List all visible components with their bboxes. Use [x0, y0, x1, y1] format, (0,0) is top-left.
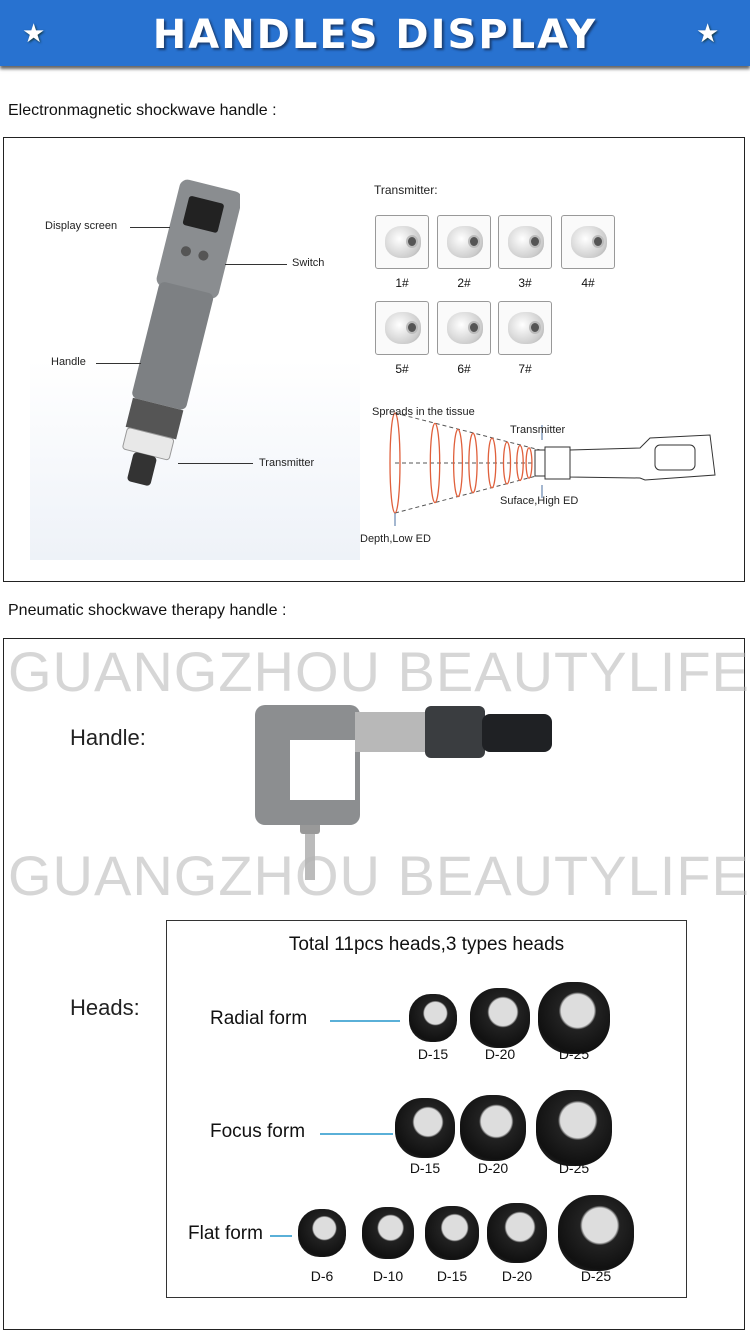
- head-image: [470, 988, 530, 1048]
- head-image: [298, 1209, 346, 1257]
- callout-line: [225, 264, 287, 265]
- header-banner: ★ HANDLES DISPLAY ★: [0, 0, 750, 66]
- heads-label: Heads:: [70, 995, 140, 1020]
- head-image: [538, 982, 610, 1054]
- callout-line: [130, 227, 170, 228]
- callout-line: [96, 363, 141, 364]
- callout-line: [178, 463, 253, 464]
- head-size-label: D-20: [477, 1160, 509, 1176]
- callout-handle: Handle: [51, 356, 86, 368]
- transmitter-caption: 7#: [518, 362, 532, 376]
- callout-switch: Switch: [292, 257, 325, 269]
- star-icon: ★: [22, 18, 46, 48]
- head-image: [425, 1206, 479, 1260]
- head-size-label: D-25: [580, 1268, 612, 1284]
- transmitter-tip: [592, 235, 604, 248]
- section-heading-electromagnetic: Electronmagnetic shockwave handle :: [8, 102, 277, 119]
- transmitter-tile: [498, 215, 552, 269]
- heads-title: Total 11pcs heads,3 types heads: [288, 934, 565, 955]
- head-image: [362, 1207, 414, 1259]
- leader-line: [270, 1235, 292, 1237]
- transmitter-tile: [375, 215, 429, 269]
- transmitter-tile: [437, 301, 491, 355]
- pneumatic-panel: [3, 638, 745, 1330]
- background-gradient: [30, 360, 360, 560]
- head-size-label: D-15: [436, 1268, 468, 1284]
- label-transmitter: Transmitter: [510, 424, 566, 436]
- transmitter-tip: [406, 321, 418, 334]
- head-image: [536, 1090, 612, 1166]
- head-size-label: D-15: [417, 1046, 449, 1062]
- cone-lower-edge: [394, 474, 541, 514]
- transmitter-tile: [498, 301, 552, 355]
- transmitter-tile: [437, 215, 491, 269]
- wave-ring: [525, 447, 533, 479]
- wave-ring: [487, 437, 497, 489]
- transmitter-tip: [406, 235, 418, 248]
- callout-display-screen: Display screen: [45, 220, 118, 232]
- head-size-label: D-15: [409, 1160, 441, 1176]
- wave-ring: [452, 428, 464, 498]
- transmitter-tip: [534, 449, 546, 477]
- head-size-label: D-6: [310, 1268, 334, 1284]
- head-size-label: D-25: [558, 1160, 590, 1176]
- head-image: [395, 1098, 455, 1158]
- section-heading-pneumatic: Pneumatic shockwave therapy handle :: [8, 602, 287, 619]
- head-form-label: Flat form: [188, 1223, 263, 1244]
- shockwave-diagram: [389, 412, 716, 526]
- electromagnetic-handle-image: [122, 179, 240, 486]
- transmitter-caption: 1#: [395, 276, 409, 290]
- head-image: [558, 1195, 634, 1271]
- label-depth: Depth,Low ED: [360, 533, 431, 545]
- pneumatic-handle-image: [255, 705, 552, 880]
- leader-line: [320, 1133, 393, 1135]
- wave-ring: [516, 444, 524, 482]
- transmitter-tile: [561, 215, 615, 269]
- star-icon: ★: [696, 18, 720, 48]
- wave-ring: [429, 422, 441, 504]
- head-size-label: D-20: [484, 1046, 516, 1062]
- transmitter-caption: 3#: [518, 276, 532, 290]
- leader-line: [330, 1020, 400, 1022]
- wave-ring: [468, 432, 478, 494]
- wave-ring: [502, 441, 512, 485]
- handle-screen: [654, 444, 696, 471]
- label-spreads: Spreads in the tissue: [372, 406, 475, 418]
- electromagnetic-panel: [3, 137, 745, 582]
- head-image: [409, 994, 457, 1042]
- head-image: [487, 1203, 547, 1263]
- handle-collar: [544, 446, 571, 480]
- transmitter-caption: 4#: [581, 276, 595, 290]
- transmitter-tile: [375, 301, 429, 355]
- transmitter-tip: [468, 321, 480, 334]
- heads-panel: [166, 920, 687, 1298]
- handle-label: Handle:: [70, 725, 146, 750]
- callout-transmitter: Transmitter: [259, 457, 315, 469]
- transmitter-tip: [468, 235, 480, 248]
- head-form-label: Radial form: [210, 1008, 308, 1029]
- transmitter-caption: 6#: [457, 362, 471, 376]
- head-form-label: Focus form: [210, 1121, 306, 1142]
- transmitter-tip: [529, 321, 541, 334]
- head-image: [460, 1095, 526, 1161]
- transmitter-tip: [529, 235, 541, 248]
- transmitter-title: Transmitter:: [374, 183, 438, 197]
- head-size-label: D-10: [372, 1268, 404, 1284]
- page-title: HANDLES DISPLAY: [152, 12, 598, 58]
- cone-upper-edge: [394, 412, 541, 451]
- head-size-label: D-20: [501, 1268, 533, 1284]
- head-size-label: D-25: [558, 1046, 590, 1062]
- label-surface: Suface,High ED: [500, 495, 579, 507]
- transmitter-caption: 5#: [395, 362, 409, 376]
- transmitter-caption: 2#: [457, 276, 471, 290]
